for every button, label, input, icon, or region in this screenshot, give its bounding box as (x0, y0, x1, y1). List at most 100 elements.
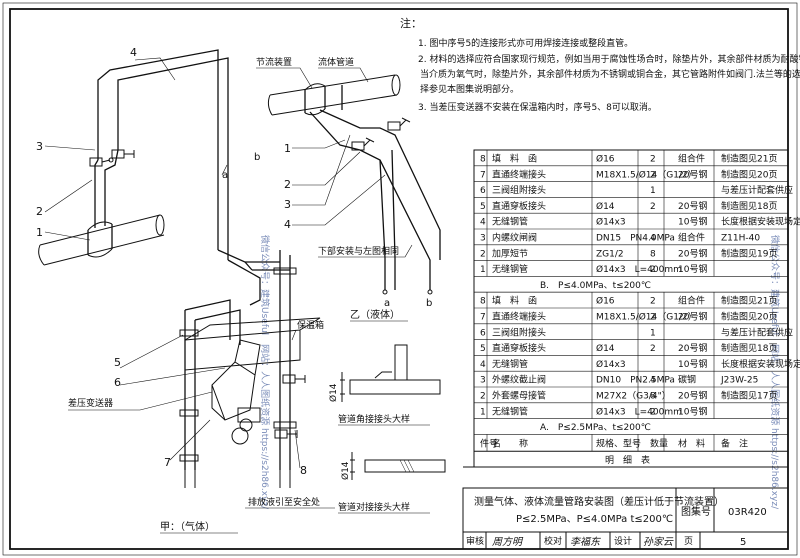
valve-icon (274, 429, 298, 439)
table-header: 规格、型号 (596, 437, 641, 449)
callout-number: 1 (284, 142, 291, 155)
valve-icon (351, 137, 375, 151)
table-header: 数量 (650, 437, 668, 449)
watermark-right: 微信公众号：建筑Useful 网站：人人图纸资源 https://s2h86.x… (769, 235, 781, 510)
notes-title: 注： (400, 16, 422, 30)
table-cell: Ø14 (596, 201, 615, 212)
section-caption: B. P≤4.0MPa、t≤200℃ (540, 281, 651, 291)
table-cell: 8 (480, 155, 486, 165)
page-label: 页 (684, 536, 693, 547)
valve-icon (387, 117, 411, 131)
table-cell: 2 (480, 392, 486, 402)
table-header: 名 称 (492, 437, 528, 449)
drawing-subtitle: P≤2.5MPa、P≤4.0MPa t≤200℃ (516, 514, 673, 525)
dimension-label: Ø14 (328, 383, 339, 402)
detail-caption: 管道角接接头大样 (338, 413, 410, 425)
point-label: a (384, 298, 390, 309)
table-cell: 填 料 函 (492, 153, 537, 165)
table-cell: 组合件 (678, 295, 705, 307)
throttle-label: 节流装置 (256, 56, 292, 68)
gas-view-title: 甲：（气体） (160, 520, 215, 533)
table-cell: 组合件 (678, 232, 705, 244)
table-cell: 直通穿板接头 (492, 200, 546, 212)
callout-number: 3 (284, 198, 291, 211)
table-cell: 8 (650, 249, 656, 259)
table-cell: 三阀组附接头 (492, 326, 546, 338)
table-cell: 10号钢 (678, 358, 707, 370)
table-header: 备 注 (721, 437, 748, 449)
flow-pipe-label: 流体管道 (318, 56, 354, 68)
table-cell: 2 (650, 155, 656, 165)
table-cell: DN10 PN2.5MPa (596, 376, 675, 386)
insulation-box-label: 保温箱 (297, 319, 324, 331)
table-cell: 无缝钢管 (492, 405, 528, 417)
table-cell: 三阀组附接头 (492, 184, 546, 196)
section-caption: A. P≤2.5MPa、t≤200℃ (540, 423, 651, 433)
table-cell: 直通穿板接头 (492, 342, 546, 354)
table-footer: 明 细 表 (605, 454, 650, 466)
table-cell: 6 (480, 328, 486, 338)
note-line: 3. 当差压变送器不安装在保温箱内时，序号5、8可以取消。 (418, 101, 657, 113)
table-cell: 10号钢 (678, 216, 707, 228)
drain-label: 排放液引至安全处 (248, 496, 320, 508)
table-cell: 制造图见17页 (721, 390, 777, 402)
flange-icon (179, 329, 199, 337)
table-cell: 10号钢 (678, 263, 707, 275)
table-cell: 填 料 函 (492, 295, 537, 307)
table-cell: 5 (480, 344, 486, 354)
table-header: 材 料 (678, 437, 705, 449)
table-cell: 7 (480, 170, 486, 180)
table-cell: 无缝钢管 (492, 263, 528, 275)
table-cell: 内螺纹闸阀 (492, 232, 537, 244)
table-cell: 外套螺母接管 (492, 390, 546, 402)
dp-transmitter-icon (211, 339, 261, 445)
table-cell: 1 (480, 265, 486, 275)
table-cell: 直通终端接头 (492, 168, 546, 180)
callout-number: 3 (36, 140, 43, 153)
table-cell: 2 (650, 407, 656, 417)
table-cell: 6 (480, 186, 486, 196)
table-cell: 2 (650, 344, 656, 354)
callout-number: 6 (114, 376, 121, 389)
table-cell: 7 (480, 313, 486, 323)
callout-number: 1 (36, 226, 43, 239)
callout-number: 8 (300, 464, 307, 477)
table-cell: 4 (650, 234, 656, 244)
table-cell: 制造图见21页 (721, 153, 777, 165)
table-cell: 加厚短节 (492, 247, 528, 259)
table-cell: 1 (480, 407, 486, 417)
table-cell: 制造图见18页 (721, 200, 777, 212)
table-cell: 2 (480, 249, 486, 259)
callout-number: 4 (284, 218, 291, 231)
table-cell: 4 (480, 360, 486, 370)
flange-icon (273, 421, 297, 429)
review-signature: 周方明 (492, 536, 524, 548)
table-cell: 1 (650, 186, 656, 196)
valve-icon (282, 374, 306, 384)
table-cell: 8 (480, 297, 486, 307)
review-label: 审核 (466, 535, 484, 547)
table-cell: 8 (650, 392, 656, 402)
point-label: a (222, 170, 228, 181)
table-cell: ZG1/2 (596, 249, 624, 259)
table-cell: Ø16 (596, 296, 615, 307)
note-line: 2. 材料的选择应符合国家现行规范，例如当用于腐蚀性场合时，除垫片外，其余部件材… (418, 53, 800, 65)
table-cell: 20号钢 (678, 390, 707, 402)
table-cell: Ø14x3 (596, 359, 626, 370)
callout-number: 2 (36, 205, 43, 218)
table-cell: Ø14x3 (596, 217, 626, 228)
table-cell: 与差压计配套供应 (721, 326, 793, 338)
table-cell: 4 (650, 376, 656, 386)
table-cell: 20号钢 (678, 311, 707, 323)
table-cell: 与差压计配套供应 (721, 184, 793, 196)
table-cell: Ø14x3 L=400mm (596, 264, 682, 275)
table-cell: 2 (650, 170, 656, 180)
table-cell: 2 (650, 265, 656, 275)
liquid-installation-drawing: a b 1 2 3 4 节流装置 流体管道 下部安装与左图相同 乙（液体） (256, 56, 441, 322)
table-cell: 制造图见18页 (721, 342, 777, 354)
callout-number: 2 (284, 178, 291, 191)
dp-transmitter-label: 差压变送器 (68, 397, 113, 409)
table-cell: 长度根据安装现场定 (721, 358, 800, 370)
